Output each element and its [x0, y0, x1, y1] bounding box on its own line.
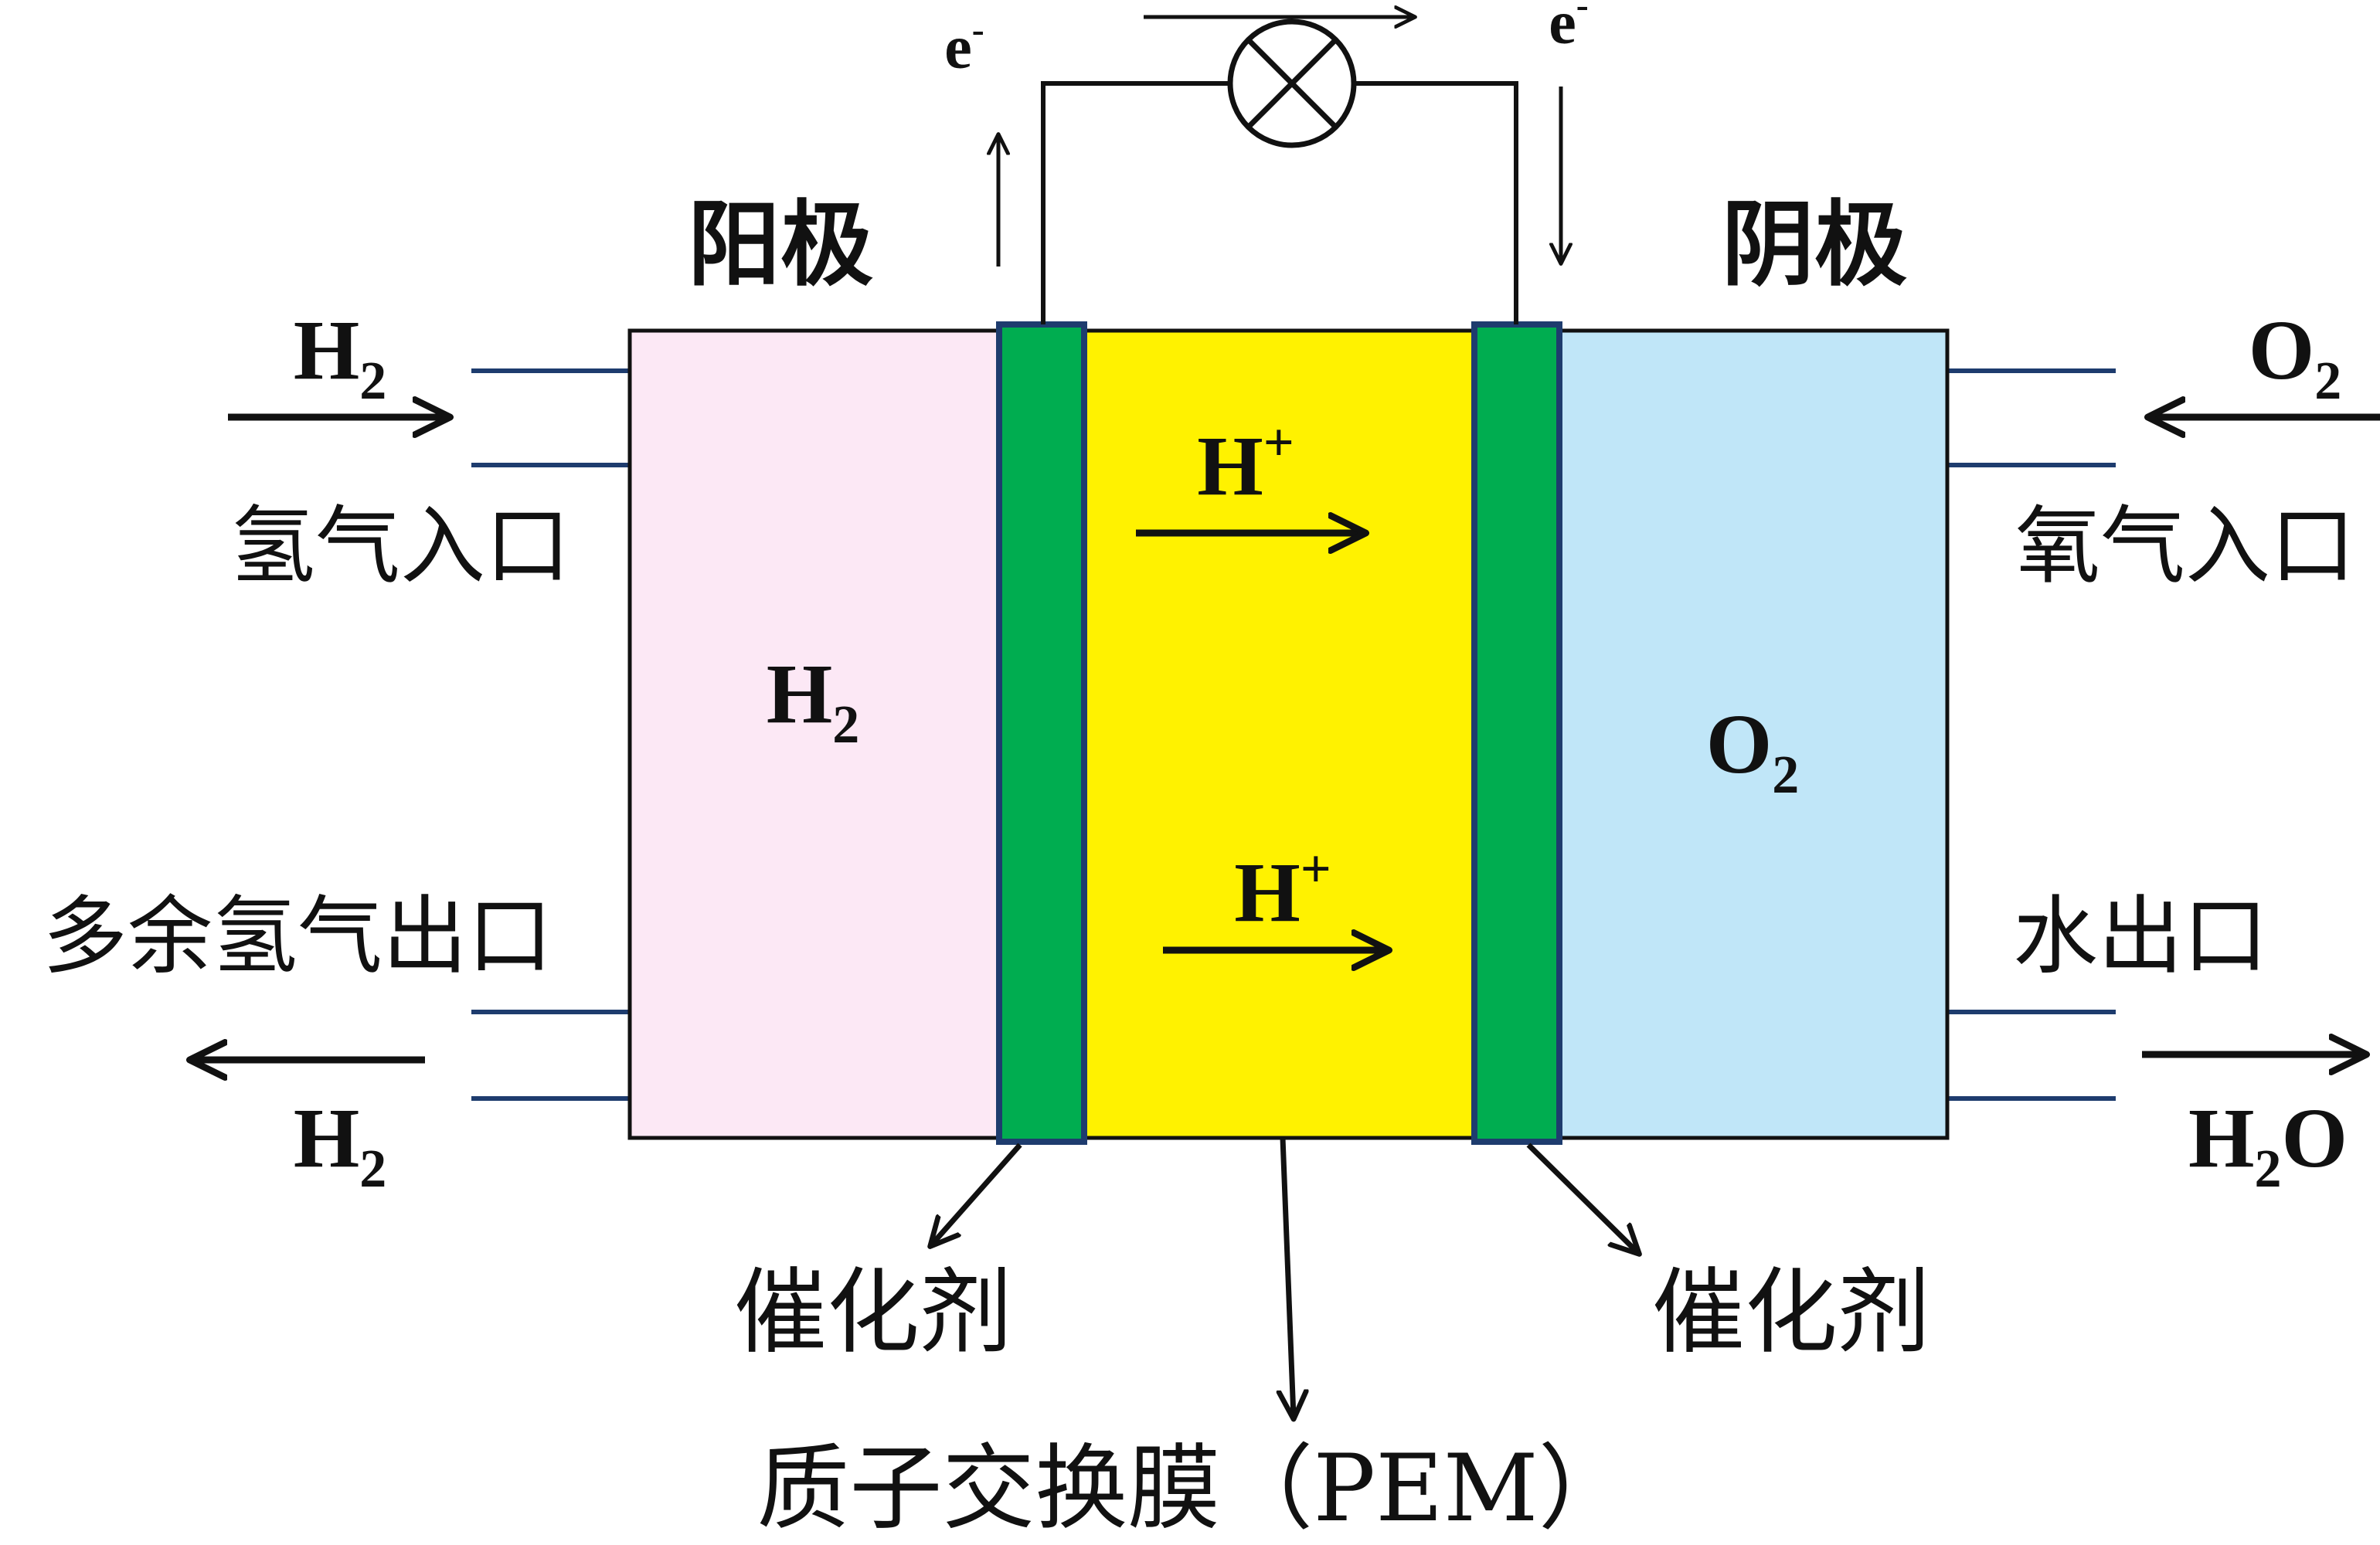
flow-arrows — [192, 417, 2380, 1060]
o2-inlet-caption: 氧气入口 — [2015, 497, 2355, 596]
h2-outlet-formula: H2 — [294, 1091, 387, 1199]
pipes — [471, 368, 2116, 1101]
lamp-icon — [1227, 19, 1357, 148]
circuit-wire-right — [1354, 81, 1518, 324]
electron-label-left: e- — [944, 9, 984, 82]
water-outlet-caption: 水出口 — [2013, 887, 2268, 986]
membrane-label: 质子交换膜（PEM） — [756, 1435, 1630, 1543]
o2-inlet-formula: O2 — [2249, 303, 2342, 411]
anode-chamber — [627, 328, 1001, 1140]
membrane-leader — [1283, 1137, 1294, 1418]
electron-label-right: e- — [1549, 0, 1589, 57]
external-circuit — [998, 17, 1561, 324]
proton-label-top: H+ — [1197, 413, 1294, 513]
catalyst-left-leader — [931, 1143, 1022, 1245]
proton-label-bottom: H+ — [1234, 840, 1331, 939]
circuit-wire — [1041, 81, 1230, 324]
h2-inlet-formula: H2 — [294, 303, 387, 411]
cathode-chamber — [1557, 328, 1950, 1140]
anode-label: 阳极 — [688, 194, 873, 297]
cathode-chamber-formula: O2 — [1706, 697, 1800, 805]
callout-leaders — [931, 1137, 1638, 1418]
h2-inlet-caption: 氢气入口 — [230, 497, 570, 596]
proton-exchange-membrane — [1082, 328, 1477, 1140]
catalyst-left-label: 催化剂 — [734, 1259, 1012, 1367]
water-outlet-formula: H2O — [2188, 1091, 2348, 1199]
cell-body — [627, 321, 1950, 1145]
cathode-label: 阴极 — [1722, 194, 1907, 297]
catalyst-right-label: 催化剂 — [1652, 1259, 1930, 1367]
labels: 阳极 阴极 e- e- H2 氢气入口 多余氢气出口 H2 O2 氧气入口 水出… — [42, 0, 2355, 1543]
anode-catalyst-layer — [996, 321, 1087, 1145]
h2-outlet-caption: 多余氢气出口 — [42, 887, 552, 986]
cathode-catalyst-layer — [1471, 321, 1562, 1145]
catalyst-right-leader — [1526, 1143, 1638, 1253]
anode-chamber-formula: H2 — [767, 647, 860, 755]
